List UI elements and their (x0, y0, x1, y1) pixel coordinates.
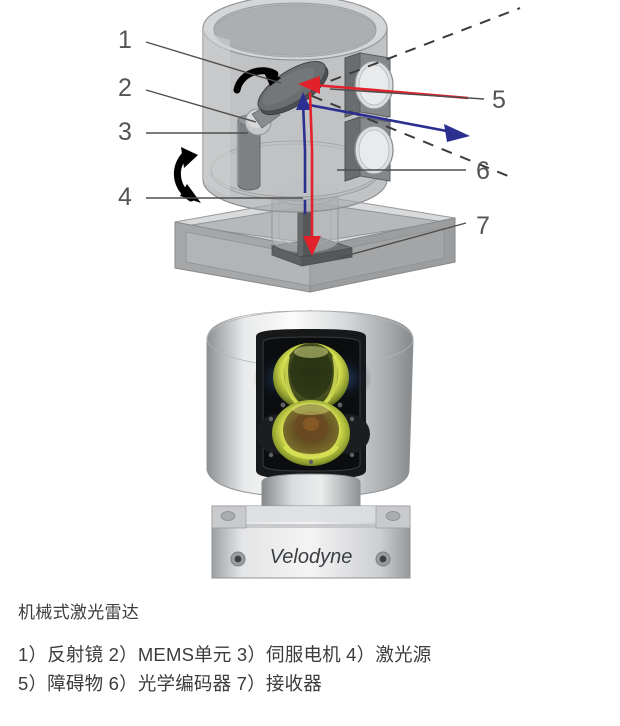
legend-line-2: 5）障碍物 6）光学编码器 7）接收器 (18, 673, 322, 694)
callout-leaders (145, 41, 485, 259)
callout-labels: 1 2 3 4 5 6 7 (118, 26, 506, 240)
velodyne-lidar-photo: Velodyne (206, 310, 414, 579)
callout-label-4: 4 (118, 183, 132, 211)
figure-container: 1 2 3 4 5 6 7 (118, 0, 521, 579)
figure-legend: 1）反射镜 2）MEMS单元 3）伺服电机 4）激光源 5）障碍物 6）光学编码… (18, 640, 602, 698)
upper-lens (273, 343, 349, 411)
caption-block: 机械式激光雷达 1）反射镜 2）MEMS单元 3）伺服电机 4）激光源 5）障碍… (18, 600, 602, 698)
legend-line-1: 1）反射镜 2）MEMS单元 3）伺服电机 4）激光源 (18, 644, 432, 665)
rotating-mirror (257, 60, 329, 116)
callout-label-5: 5 (492, 86, 506, 114)
figure-title: 机械式激光雷达 (18, 603, 140, 622)
base-block: Velodyne (211, 505, 411, 579)
velodyne-brand-text: Velodyne (270, 546, 353, 568)
housing-rotation-arrow (173, 147, 201, 203)
callout-label-1: 1 (118, 26, 132, 54)
lidar-figure: 1 2 3 4 5 6 7 (118, 0, 521, 579)
callout-label-3: 3 (118, 118, 132, 146)
window-screws (268, 402, 355, 465)
mirror-spin-arrow (233, 67, 281, 94)
lower-lens (272, 400, 350, 466)
callout-label-2: 2 (118, 74, 132, 102)
exploded-diagram: 1 2 3 4 5 6 7 (118, 0, 521, 293)
lens-window-block (344, 52, 394, 182)
beam-paths (296, 76, 470, 256)
callout-label-7: 7 (476, 212, 490, 240)
scan-field-dashed-lines (311, 7, 521, 177)
callout-label-6: 6 (476, 157, 490, 185)
